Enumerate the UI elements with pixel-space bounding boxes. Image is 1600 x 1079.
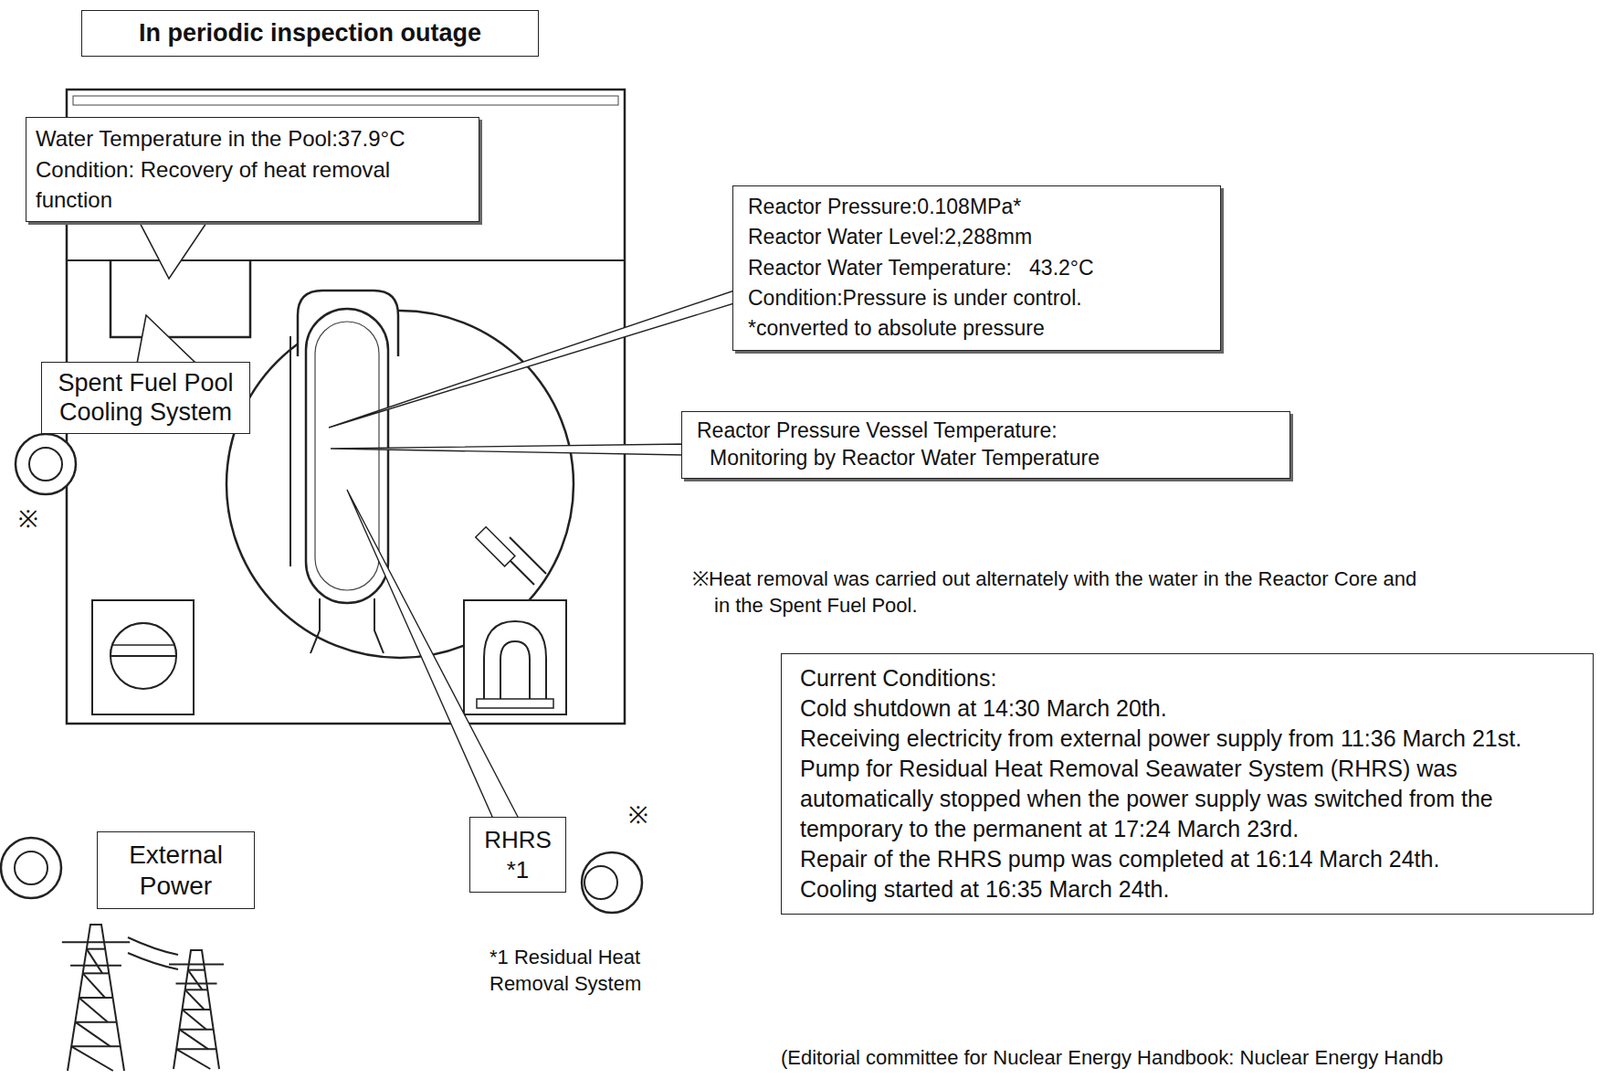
node-text: Spent Fuel Pool Cooling System [49,368,243,428]
drawing-stroke [463,600,567,715]
drawing-stroke [14,851,48,885]
drawing-stroke [29,447,63,481]
system-box: Spent Fuel Pool Cooling System [41,361,251,434]
drawing-stroke [182,1009,207,1030]
drawing-stroke [112,643,175,646]
drawing-stroke [0,837,62,898]
drawing-stroke [168,963,224,966]
vessel-callout: Reactor Pressure Vessel Temperature:Moni… [681,410,1291,479]
node-text: Receiving electricity from external powe… [800,723,1575,754]
drawing-stroke [70,964,122,967]
drawing-stroke [185,989,205,1010]
drawing-stroke [305,308,389,603]
node-text: Condition:Pressure is under control. [747,283,1206,314]
drawing-stroke [176,1048,211,1069]
note-text: ※Heat removal was carried out alternatel… [692,566,1418,619]
drawing-stroke [79,997,108,1022]
drawing-stroke [110,260,251,337]
drawing-stroke [74,1021,116,1023]
drawing-stroke [15,433,76,495]
drawing-stroke [110,622,177,656]
drawing-stroke [185,988,209,990]
node-text: *converted to absolute pressure [747,313,1206,344]
node-text: External Power [106,839,245,901]
drawing-stroke [67,924,125,1071]
node-text: Cooling started at 16:35 March 24th. [800,873,1575,905]
drawing-stroke [178,1029,209,1050]
drawing-stroke [176,1047,217,1050]
drawing-stroke [86,947,106,950]
drawing-stroke [289,336,292,567]
node-text: Water Temperature in the Pool:37.9°C [35,123,470,155]
drawing-stroke [136,217,211,279]
drawing-stroke [484,621,547,704]
node-text: Reactor Water Level:2,288mm [747,221,1206,253]
drawing-stroke [500,641,530,704]
drawing-stroke [127,936,179,969]
drawing-stroke [475,526,516,567]
node-text: Reactor Water Temperature: 43.2°C [747,252,1206,284]
pool-callout: Water Temperature in the Pool:37.9°CCond… [25,116,480,222]
reactor-callout: Reactor Pressure:0.108MPa*Reactor Water … [732,185,1222,351]
drawing-stroke [173,949,220,1069]
title-text: In periodic inspection outage [91,19,529,48]
drawing-stroke [86,948,103,974]
node-text: Repair of the RHRS pump was completed at… [800,843,1575,874]
node-text: Monitoring by Reactor Water Temperature [696,444,1275,473]
node-text: Pump for Residual Heat Removal Seawater … [800,753,1575,844]
drawing-stroke [476,698,554,708]
drawing-stroke [347,489,519,819]
title-box: In periodic inspection outage [81,10,539,57]
drawing-stroke [188,968,205,971]
drawing-stroke [176,981,218,984]
drawing-stroke [71,1044,121,1047]
footnote: *1 Residual Heat Removal System [489,944,673,997]
node-text: Cold shutdown at 14:30 March 20th. [800,693,1575,724]
conditions-box: Current Conditions:Cold shutdown at 14:3… [780,652,1594,915]
drawing-stroke [310,598,384,653]
drawing-stroke [110,622,177,689]
node-text: Condition: Recovery of heat removal func… [35,154,470,216]
drawing-stroke [315,321,379,590]
drawing-stroke [73,95,619,106]
node-text: Current Conditions: [800,663,1575,694]
drawing-stroke [74,1021,111,1047]
drawing-stroke [66,259,625,262]
node-text: Reactor Pressure Vessel Temperature: [696,417,1275,445]
drawing-stroke [188,969,203,990]
drawing-stroke [71,1045,114,1071]
drawing-stroke [136,315,197,364]
rhrs-box: RHRS *1 [469,816,567,893]
node-text: RHRS *1 [481,824,555,885]
ref-mark: ※ [18,504,55,536]
node-text: Reactor Pressure:0.108MPa* [747,191,1206,222]
source-caption: (Editorial committee for Nuclear Energy … [780,1045,1443,1070]
drawing-stroke [62,940,130,943]
drawing-stroke [83,972,106,998]
drawing-stroke [182,1008,211,1011]
drawing-stroke [83,971,110,974]
ref-mark: ※ [628,800,665,832]
drawing-stroke [62,924,224,1071]
drawing-stroke [330,443,684,455]
drawing-stroke [581,852,643,913]
drawing-stroke [328,290,735,428]
power-box: External Power [96,831,255,909]
drawing-stroke [79,996,114,999]
drawing-stroke [178,1028,213,1031]
drawing-stroke [584,865,618,899]
drawing-stroke [92,600,194,715]
